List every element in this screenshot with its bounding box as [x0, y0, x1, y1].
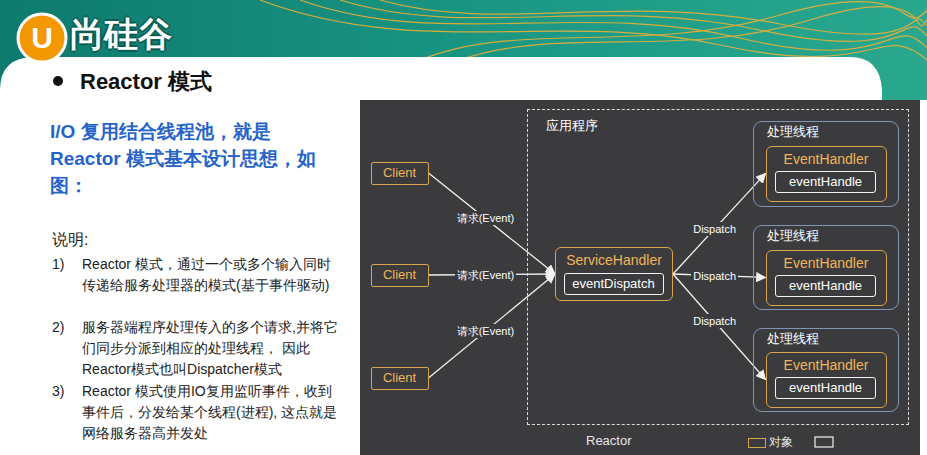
edge-label: Dispatch [691, 314, 738, 328]
list-number: 1) [52, 254, 64, 275]
edge-label: Dispatch [691, 222, 738, 236]
list-item: Reactor 模式，通过一个或多个输入同时传递给服务处理器的模式(基于事件驱动… [82, 254, 344, 296]
bullet-dot [53, 76, 63, 86]
box-label: ServiceHandler [566, 252, 662, 268]
edge-label: 请求(Event) [455, 211, 516, 225]
component-box: EventHandler eventHandle [766, 352, 887, 408]
box-label: EventHandler [784, 357, 869, 373]
edge-label: Dispatch [691, 269, 738, 283]
edge-label: 请求(Event) [455, 324, 516, 338]
box-label: eventDispatch [572, 276, 654, 292]
diagram-panel [360, 100, 920, 455]
flow-arrow [673, 174, 766, 275]
component-box: eventHandle [775, 377, 876, 399]
banner-curves [260, 0, 927, 60]
list-item: 服务器端程序处理传入的多个请求,并将它们同步分派到相应的处理线程， 因此Reac… [82, 317, 344, 380]
flow-arrow [429, 274, 556, 378]
legend-swatch [748, 438, 766, 448]
component-box: eventDispatch [564, 273, 664, 295]
logo-text: 尚硅谷 [70, 12, 172, 56]
component-box: Client [371, 264, 429, 287]
logo-circle [18, 14, 66, 62]
component-box: 处理线程 EventHandler eventHandle [753, 328, 899, 412]
box-label: eventHandle [789, 278, 862, 294]
legend-text: 对象 [769, 435, 793, 449]
component-box: ServiceHandler eventDispatch [555, 247, 673, 301]
box-label: EventHandler [784, 151, 869, 167]
flow-arrow [673, 274, 766, 380]
legend-item: 对象 [748, 433, 793, 451]
edge-label: 请求(Event) [455, 268, 516, 282]
box-label: Client [383, 370, 416, 386]
box-label: EventHandler [784, 255, 869, 271]
application-box: 应用程序 ServiceHandler eventDispatch 处理线程 Event… [527, 109, 909, 425]
legend-swatch-white [815, 437, 833, 447]
component-box: 处理线程 EventHandler eventHandle [753, 121, 899, 207]
box-heading: 处理线程 [767, 228, 819, 244]
component-box: EventHandler eventHandle [766, 250, 887, 306]
flow-arrow [429, 173, 556, 274]
list-number: 3) [52, 381, 64, 402]
box-label: Client [383, 165, 416, 181]
list-item: Reactor 模式使用IO复用监听事件，收到事件后，分发给某个线程(进程), … [82, 381, 344, 444]
section-heading: 说明: [52, 230, 88, 251]
component-box: Client [371, 162, 429, 185]
logo-letter: U [31, 23, 53, 53]
component-box: 处理线程 EventHandler eventHandle [753, 225, 899, 310]
box-heading: 处理线程 [767, 124, 819, 140]
box-heading: 处理线程 [767, 331, 819, 347]
box-heading: 应用程序 [546, 118, 598, 134]
intro-heading: I/O 复用结合线程池，就是 Reactor 模式基本设计思想，如图： [50, 118, 318, 199]
slide-title: Reactor 模式 [80, 67, 212, 97]
component-box: Client [371, 367, 429, 390]
box-label: eventHandle [789, 380, 862, 396]
component-box: eventHandle [775, 275, 876, 297]
component-box: eventHandle [775, 171, 876, 193]
reactor-panel: Reactor 应用程序 ServiceHandler eventDispatch 处理… [360, 100, 920, 455]
slide-card [0, 57, 927, 455]
component-box: EventHandler eventHandle [766, 146, 887, 202]
list-number: 2) [52, 317, 64, 338]
box-label: eventHandle [789, 174, 862, 190]
panel-label: Reactor [586, 433, 632, 449]
box-label: Client [383, 267, 416, 283]
